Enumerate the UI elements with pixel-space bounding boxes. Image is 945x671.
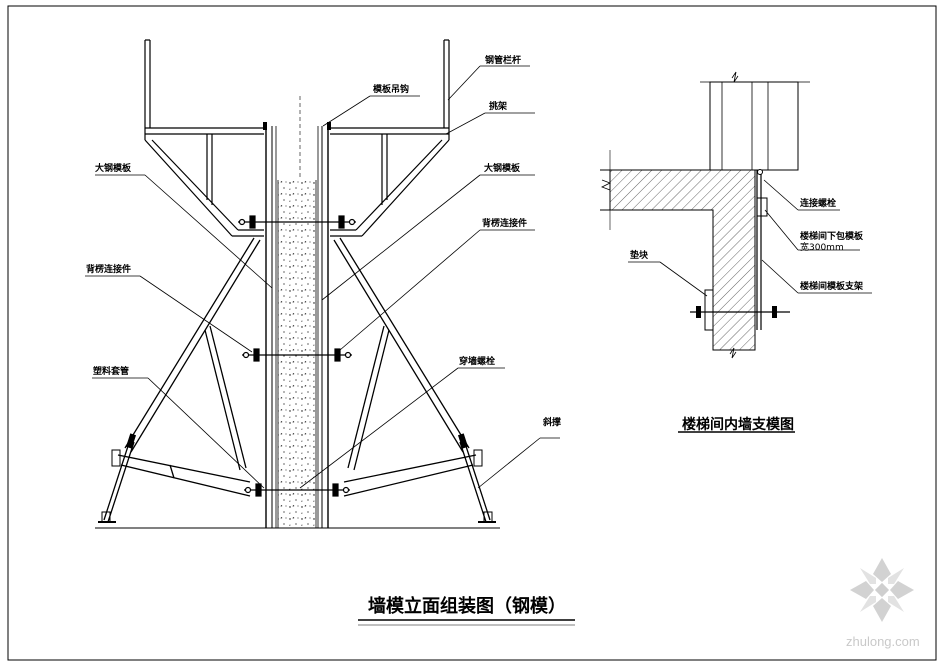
tie-bolts bbox=[238, 215, 356, 497]
watermark-text: zhulong.com bbox=[846, 634, 920, 649]
label-steel-rail: 钢管栏杆 bbox=[485, 56, 522, 66]
label-scaffold: 挑架 bbox=[489, 102, 508, 112]
left-bracing bbox=[103, 237, 261, 523]
label-right-steel-form: 大钢模板 bbox=[484, 164, 521, 174]
label-brace: 斜撑 bbox=[543, 418, 562, 428]
label-tie-bolt: 穿墙螺栓 bbox=[459, 357, 496, 367]
left-steel-form bbox=[265, 126, 277, 528]
leader-lines bbox=[85, 65, 560, 489]
label-connect-bolt: 连接螺栓 bbox=[800, 199, 837, 209]
main-drawing-title: 墙模立面组装图（钢模） bbox=[368, 596, 566, 617]
detail-drawing-title: 楼梯间内墙支模图 bbox=[682, 417, 794, 433]
sheet-border bbox=[7, 5, 937, 661]
label-form-hook: 模板吊钩 bbox=[373, 85, 410, 95]
label-pvc-sleeve: 塑料套管 bbox=[93, 367, 130, 377]
concrete-wall bbox=[278, 180, 316, 526]
right-steel-form bbox=[317, 126, 329, 528]
right-scaffold bbox=[330, 39, 450, 237]
label-left-steel-form: 大钢模板 bbox=[95, 164, 132, 174]
label-pad-block: 垫块 bbox=[630, 251, 649, 261]
stair-wall-detail bbox=[600, 71, 872, 433]
label-back-connector-left: 背楞连接件 bbox=[86, 265, 132, 275]
label-back-connector-right: 背楞连接件 bbox=[482, 219, 528, 229]
label-stair-support: 楼梯间模板支架 bbox=[800, 282, 864, 292]
watermark-logo bbox=[850, 558, 914, 622]
label-width-note: 宽300mm bbox=[800, 243, 844, 253]
label-stair-lower-form: 楼梯间下包模板 bbox=[800, 232, 864, 242]
wall-formwork-elevation bbox=[85, 39, 575, 626]
left-scaffold bbox=[144, 39, 264, 237]
right-bracing bbox=[333, 237, 491, 523]
